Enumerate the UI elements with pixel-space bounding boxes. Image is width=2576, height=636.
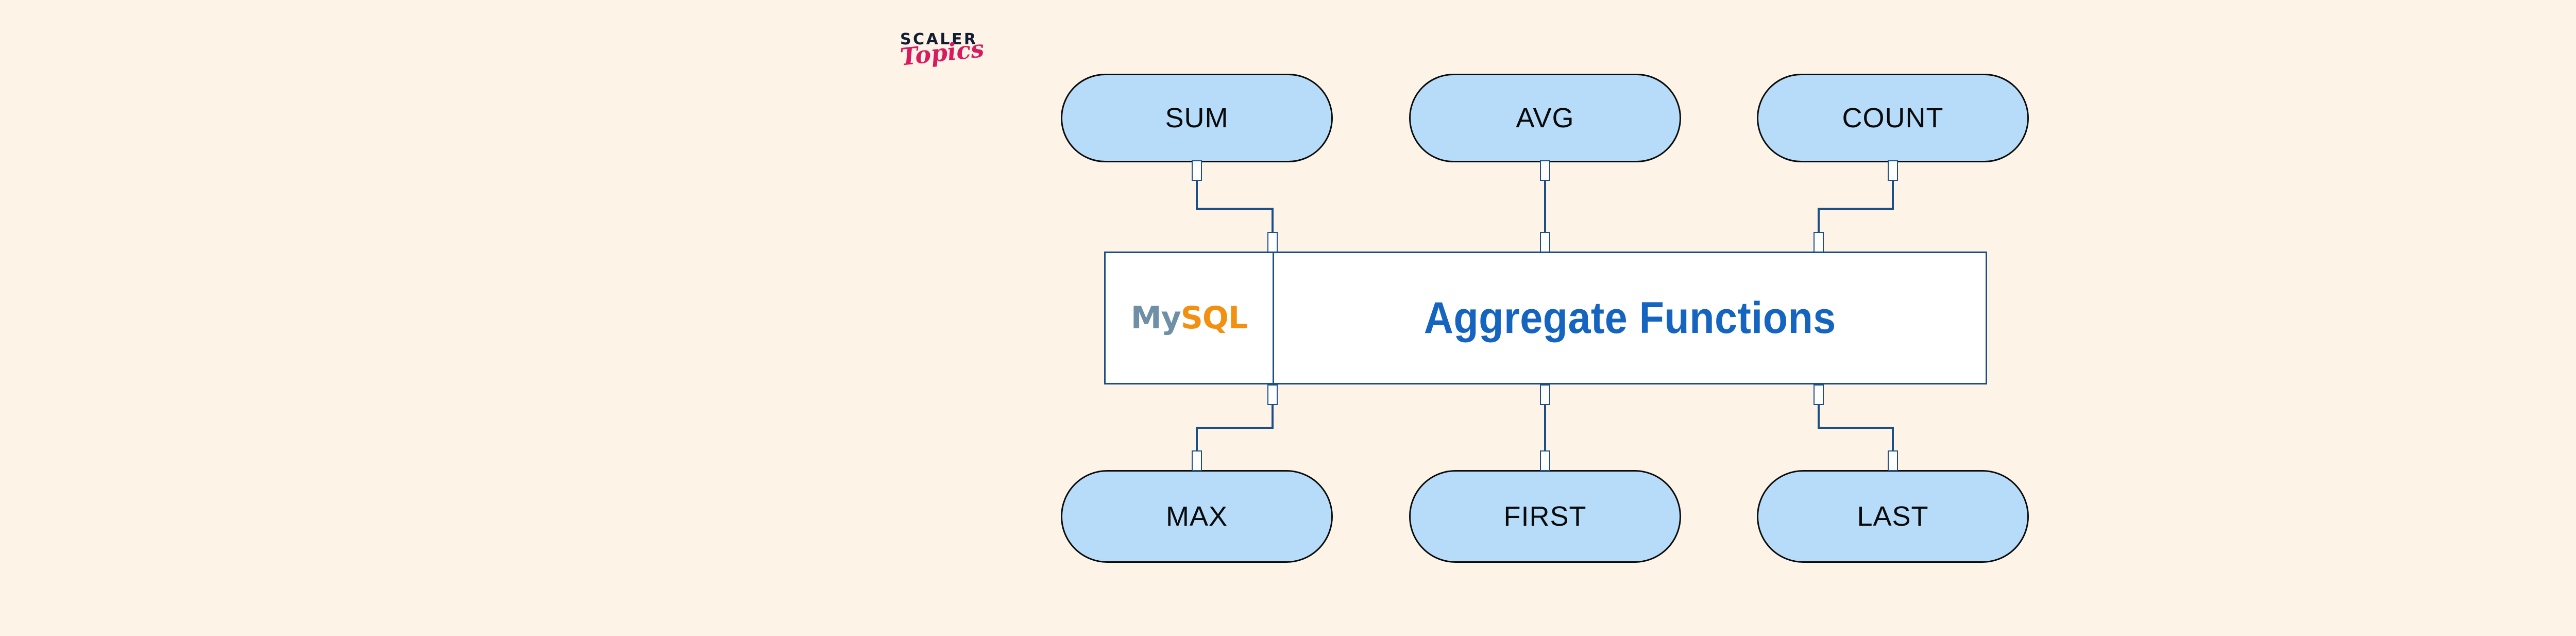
port-avg-out — [1540, 160, 1550, 181]
logo-wordmark-topics: Topics — [899, 34, 986, 71]
mysql-logo-my: My — [1130, 300, 1181, 336]
node-last[interactable]: LAST — [1757, 470, 2029, 563]
port-first-in — [1540, 450, 1550, 471]
port-box-top-right — [1814, 232, 1824, 253]
mysql-logo: MySQL — [1130, 300, 1248, 336]
logo-wordmark-scaler: SCALER — [900, 30, 978, 48]
connector-last — [1818, 384, 1894, 470]
port-last-in — [1888, 450, 1898, 471]
node-first[interactable]: FIRST — [1409, 470, 1681, 563]
port-box-bottom-left — [1267, 384, 1278, 405]
scaler-topics-logo: SCALER Topics — [899, 32, 1038, 86]
mysql-logo-cell: MySQL — [1106, 253, 1274, 383]
node-sum[interactable]: SUM — [1061, 74, 1333, 162]
connector-sum — [1196, 162, 1274, 252]
port-count-out — [1888, 160, 1898, 181]
port-box-top-center — [1540, 232, 1550, 253]
node-max-label: MAX — [1165, 501, 1228, 532]
node-sum-label: SUM — [1165, 103, 1229, 133]
node-count-label: COUNT — [1842, 103, 1944, 133]
node-last-label: LAST — [1857, 501, 1929, 532]
node-avg[interactable]: AVG — [1409, 74, 1681, 162]
port-box-bottom-center — [1540, 384, 1550, 405]
page-title: Aggregate Functions — [1423, 293, 1836, 343]
node-count[interactable]: COUNT — [1757, 74, 2029, 162]
node-first-label: FIRST — [1503, 501, 1587, 532]
node-max[interactable]: MAX — [1061, 470, 1333, 563]
connector-count — [1818, 162, 1894, 252]
aggregate-functions-box[interactable]: MySQL Aggregate Functions — [1104, 252, 1987, 384]
port-max-in — [1192, 450, 1202, 471]
port-box-bottom-right — [1814, 384, 1824, 405]
mysql-logo-sql: SQL — [1180, 300, 1248, 336]
title-cell: Aggregate Functions — [1274, 253, 1986, 383]
connector-max — [1196, 384, 1274, 470]
node-avg-label: AVG — [1516, 103, 1574, 133]
port-sum-out — [1192, 160, 1202, 181]
port-box-top-left — [1267, 232, 1278, 253]
